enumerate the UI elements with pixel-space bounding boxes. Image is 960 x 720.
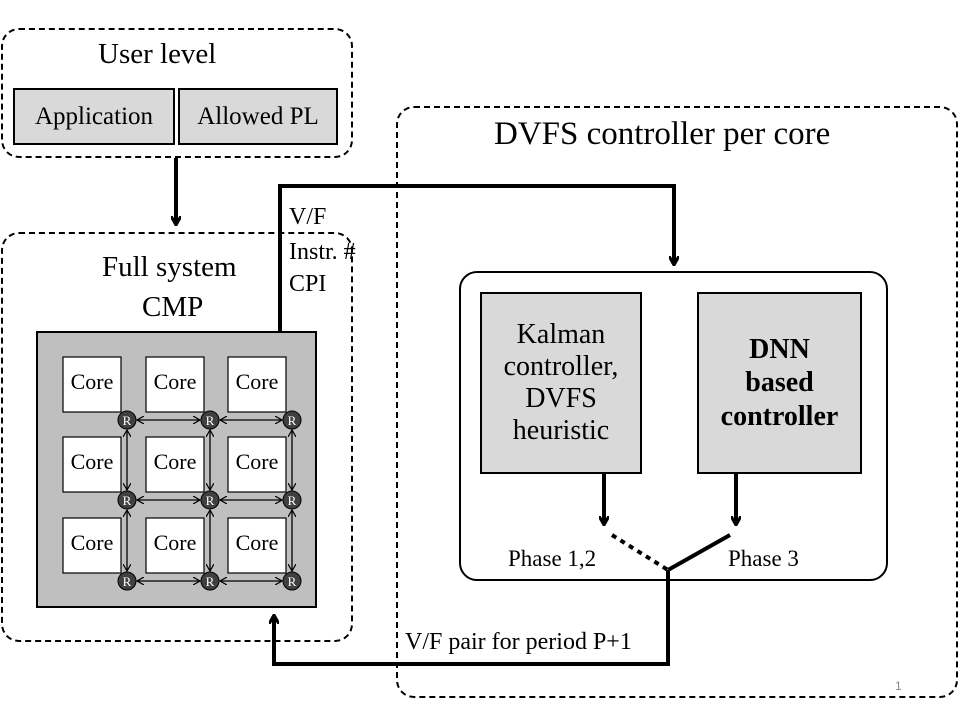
core (227, 436, 287, 493)
router-label: R (288, 493, 297, 508)
signal-cpi: CPI (289, 271, 327, 297)
allowed-pl-box: Allowed PL (178, 88, 338, 145)
allowed-pl-label: Allowed PL (197, 102, 319, 130)
user-level-box (1, 28, 353, 158)
kalman-line-1: Kalman (516, 318, 606, 350)
core (145, 356, 205, 413)
router (117, 571, 137, 591)
dvfs-title: DVFS controller per core (494, 116, 831, 152)
router-label: R (288, 413, 297, 428)
router-label: R (206, 413, 215, 428)
kalman-line-2: controller, (503, 350, 619, 382)
core-label: Core (154, 530, 197, 555)
dvfs-controller-box (396, 106, 958, 698)
core-label: Core (236, 369, 279, 394)
slide-number: 1 (895, 679, 902, 693)
core-label: Core (236, 449, 279, 474)
application-box: Application (13, 88, 175, 145)
router (282, 571, 302, 591)
router-label: R (123, 493, 132, 508)
dnn-controller-box: DNN based controller (697, 292, 862, 474)
arrow-cmp-to-dvfs (278, 184, 674, 332)
kalman-controller-box: Kalman controller, DVFS heuristic (480, 292, 642, 474)
core (62, 517, 122, 574)
core (145, 436, 205, 493)
kalman-line-3: DVFS (525, 383, 597, 414)
router (282, 410, 302, 430)
core-label: Core (236, 530, 279, 555)
application-label: Application (34, 102, 154, 130)
router (282, 490, 302, 510)
router-label: R (123, 413, 132, 428)
kalman-line-4: heuristic (512, 415, 610, 447)
core (227, 356, 287, 413)
router (200, 490, 220, 510)
core-label: Core (154, 369, 197, 394)
dnn-line-3: controller (720, 400, 839, 432)
core (145, 517, 205, 574)
controller-panel (459, 271, 888, 581)
full-system-box (1, 232, 353, 642)
core (62, 436, 122, 493)
signal-instr: Instr. # (289, 239, 356, 265)
full-system-title: Full system (102, 251, 237, 283)
router-label: R (123, 574, 132, 589)
router-label: R (206, 574, 215, 589)
router (117, 490, 137, 510)
core-label: Core (71, 449, 114, 474)
switch-dotted-phase12 (610, 533, 670, 572)
core-label: Core (71, 530, 114, 555)
switch-solid-phase3 (667, 533, 731, 572)
core (227, 517, 287, 574)
router-label: R (206, 493, 215, 508)
dnn-line-2: based (745, 367, 814, 399)
core-label: Core (154, 449, 197, 474)
core (62, 356, 122, 413)
router-label: R (288, 574, 297, 589)
feedback-label: V/F pair for period P+1 (405, 629, 632, 655)
router (200, 571, 220, 591)
user-level-title: User level (98, 38, 217, 70)
router (200, 410, 220, 430)
phase-3-label: Phase 3 (728, 546, 799, 571)
phase-1-2-label: Phase 1,2 (508, 546, 597, 571)
dnn-line-1: DNN (749, 333, 810, 365)
router (117, 410, 137, 430)
core-label: Core (71, 369, 114, 394)
cmp-title: CMP (142, 291, 204, 323)
signal-vf: V/F (289, 204, 327, 230)
